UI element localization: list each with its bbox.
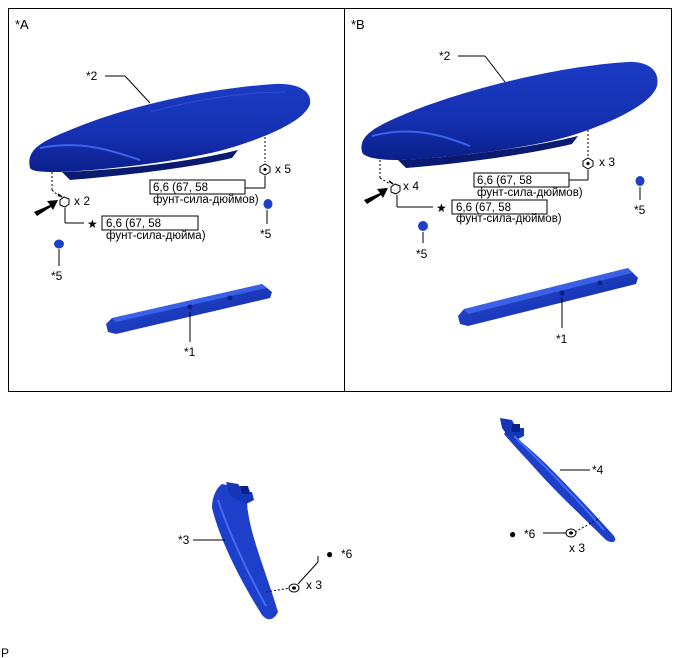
- nut-icon-a: [259, 163, 271, 176]
- torque-nut-b-line2: фунт-сила-дюймов): [477, 187, 583, 199]
- callout-clip-left-b: *5: [416, 247, 428, 261]
- callout-spoiler-a: *2: [86, 69, 98, 83]
- clip-right-a: [263, 199, 273, 209]
- panel-a-label: *A: [15, 17, 29, 32]
- lower-left-assembly: *3 x 3 ● *6: [178, 482, 353, 620]
- nut-qty-b: x 3: [599, 155, 615, 169]
- callout-clip-right-b: *5: [634, 203, 646, 217]
- clip-right-b: [635, 176, 645, 186]
- callout-part-4: *4: [592, 463, 604, 477]
- lower-right-assembly: *4 ● *6 x 3: [500, 418, 616, 555]
- nut-icon-b: [582, 157, 594, 170]
- panel-a: *2 x 5 6,6 (67, 58 фунт-сила-дюймов) *5 …: [29, 69, 311, 359]
- clip-icon-lower-right: [565, 528, 577, 538]
- bolt-qty-a: x 2: [74, 194, 90, 208]
- side-garnish-right: [500, 418, 616, 543]
- torque-bolt-b-line1: 6,6 (67, 58: [456, 202, 511, 214]
- clip-left-a: [54, 239, 64, 249]
- callout-clip-left-a: *5: [51, 269, 63, 283]
- torque-box-bolt-b: [451, 199, 548, 215]
- callout-clip-right-a: *5: [260, 227, 272, 241]
- clip-bullet-lower-left: ●: [326, 547, 333, 561]
- panel-b-frame: [344, 8, 672, 392]
- callout-cover-strip-a: *1: [184, 345, 196, 359]
- side-garnish-left: [212, 482, 278, 620]
- cover-strip-a: [106, 284, 272, 334]
- torque-star-b: ★: [436, 201, 447, 215]
- callout-clip-6-right: *6: [524, 527, 536, 541]
- nut-qty-a: x 5: [275, 162, 291, 176]
- clip-left-b: [418, 221, 428, 231]
- figure-code: P: [1, 646, 9, 658]
- bolt-qty-b: x 4: [403, 179, 419, 193]
- callout-spoiler-b: *2: [439, 49, 451, 63]
- clip-icon-lower-left: [288, 583, 300, 593]
- clip-qty-lower-right: x 3: [569, 541, 585, 555]
- panel-b: *2 x 3 6,6 (67, 58 фунт-сила-дюймов) *5 …: [361, 49, 658, 346]
- spoiler-part-a: [29, 83, 311, 180]
- arrow-icon-b: [364, 188, 388, 204]
- torque-bolt-a-line1: 6,6 (67, 58: [106, 218, 161, 230]
- torque-nut-b-line1: 6,6 (67, 58: [477, 175, 532, 187]
- torque-box-bolt-a: [101, 215, 199, 231]
- arrow-icon-a: [34, 200, 58, 216]
- clip-bullet-lower-right: ●: [509, 527, 516, 541]
- panel-b-label: *B: [351, 17, 365, 32]
- torque-star-a: ★: [87, 217, 98, 231]
- torque-nut-a-line2: фунт-сила-дюймов): [153, 194, 259, 206]
- torque-bolt-a-line2: фунт-сила-дюйма): [106, 230, 206, 242]
- callout-clip-6-left: *6: [341, 547, 353, 561]
- torque-nut-a-line1: 6,6 (67, 58: [153, 182, 208, 194]
- clip-qty-lower-left: x 3: [306, 578, 322, 592]
- callout-cover-strip-b: *1: [556, 332, 568, 346]
- spoiler-part-b: [361, 61, 658, 168]
- torque-bolt-b-line2: фунт-сила-дюймов): [456, 213, 562, 225]
- bolt-icon-b: [388, 180, 401, 195]
- callout-part-3: *3: [178, 533, 190, 547]
- torque-box-nut-a: [149, 179, 246, 195]
- bolt-icon-a: [57, 193, 70, 208]
- cover-strip-b: [458, 268, 638, 326]
- torque-box-nut-b: [473, 172, 570, 188]
